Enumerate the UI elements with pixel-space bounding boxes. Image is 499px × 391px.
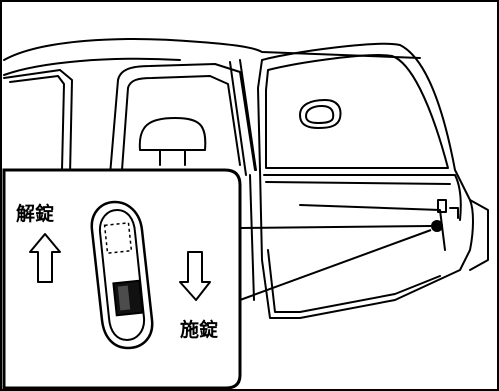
lock-label: 施錠 bbox=[180, 318, 218, 341]
unlock-label: 解錠 bbox=[16, 202, 54, 225]
child-lock-spot bbox=[431, 220, 443, 232]
